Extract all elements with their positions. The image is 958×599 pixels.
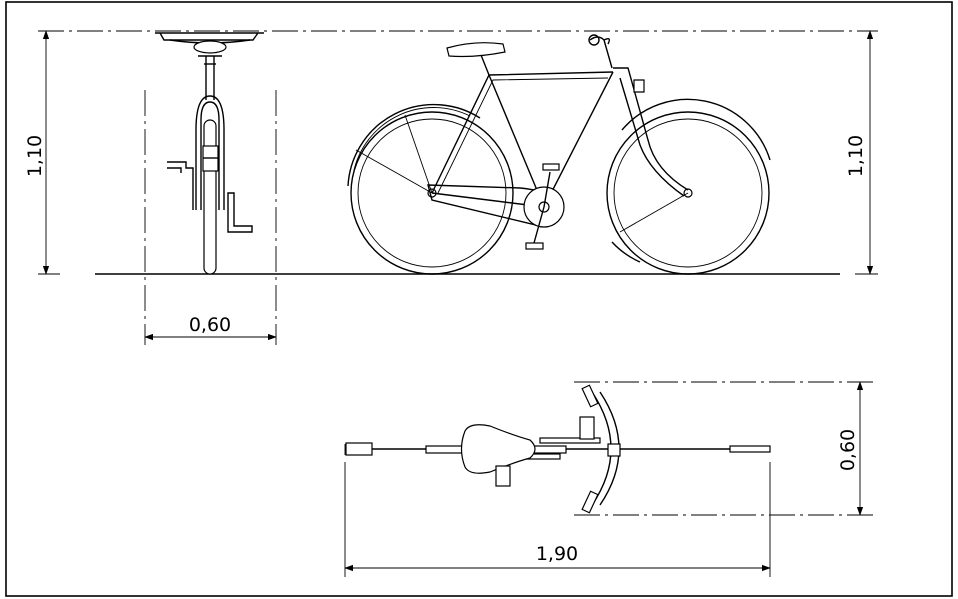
dim-front-height-label: 1,10 [24, 135, 46, 177]
dim-front-width-label: 0,60 [189, 314, 231, 336]
dim-top-length-label: 1,90 [536, 543, 578, 565]
drawing-frame [5, 1, 953, 597]
dim-side-height-label: 1,10 [845, 135, 867, 177]
bicycle-top-view [344, 381, 878, 516]
bicycle-side-view [347, 34, 771, 275]
dim-top-width-label: 0,60 [837, 429, 859, 471]
bicycle-front-view [144, 32, 277, 345]
